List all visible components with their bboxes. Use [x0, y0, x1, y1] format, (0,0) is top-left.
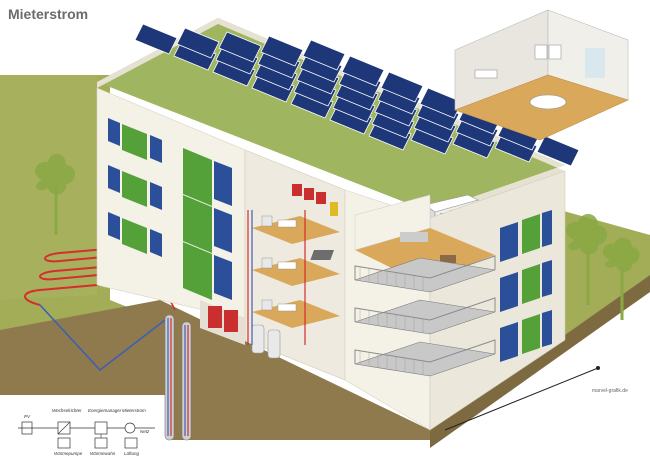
boiler	[262, 258, 272, 268]
energy-manager-box	[330, 202, 338, 216]
side-window	[500, 222, 518, 262]
legend-label-heatpump: Wärmepumpe	[54, 451, 83, 456]
energy-manager-symbol	[95, 422, 107, 434]
side-window	[542, 210, 552, 247]
heat-pump-unit	[208, 306, 222, 328]
bathtub-small	[278, 220, 296, 227]
side-green-panel	[522, 264, 540, 304]
shower	[585, 48, 605, 78]
ventilation-symbol	[125, 438, 137, 448]
dryer	[549, 45, 561, 59]
balconies	[355, 256, 495, 376]
side-window	[542, 260, 552, 297]
window	[214, 208, 232, 253]
legend-label-ventilation: Lüftung	[124, 451, 140, 456]
side-window	[542, 310, 552, 347]
legend-label-hotwater: Wärmewahn	[90, 451, 116, 456]
legend-label-grid: Netz	[140, 429, 150, 434]
geothermal-probe-left	[165, 315, 174, 440]
legend-label-tenant-power: Mieterstrom	[122, 408, 146, 413]
heatpump-symbol	[58, 438, 70, 448]
legend-label-inverter: Wechselrichter	[52, 408, 82, 413]
sink	[475, 70, 497, 78]
bathtub-small	[278, 304, 296, 311]
sofa	[310, 250, 334, 260]
bathtub-small	[278, 262, 296, 269]
storage-tank	[252, 325, 264, 353]
heat-pump-unit-2	[224, 310, 238, 332]
legend-label-pv: PV	[24, 414, 31, 419]
window	[214, 255, 232, 300]
washing-machine	[535, 45, 547, 59]
legend-label-energy-manager: Energiemanager	[88, 408, 122, 413]
grid-connection-point	[596, 366, 600, 370]
storage-tank-2	[268, 330, 280, 358]
bathtub	[530, 95, 566, 109]
side-green-panel	[522, 314, 540, 354]
kitchen-counter	[400, 232, 428, 242]
hotwater-symbol	[95, 438, 107, 448]
boiler	[262, 216, 272, 226]
boiler	[262, 300, 272, 310]
credit-text: marvel-grafik.de	[592, 388, 628, 394]
meter-symbol	[125, 423, 135, 433]
window	[214, 161, 232, 206]
side-window	[500, 272, 518, 312]
geothermal-probe-right	[182, 322, 191, 440]
side-facade-windows	[500, 210, 552, 362]
side-green-panel	[522, 214, 540, 254]
side-window	[500, 322, 518, 362]
cutaway-floors	[252, 216, 340, 328]
solar-panel	[135, 24, 177, 54]
